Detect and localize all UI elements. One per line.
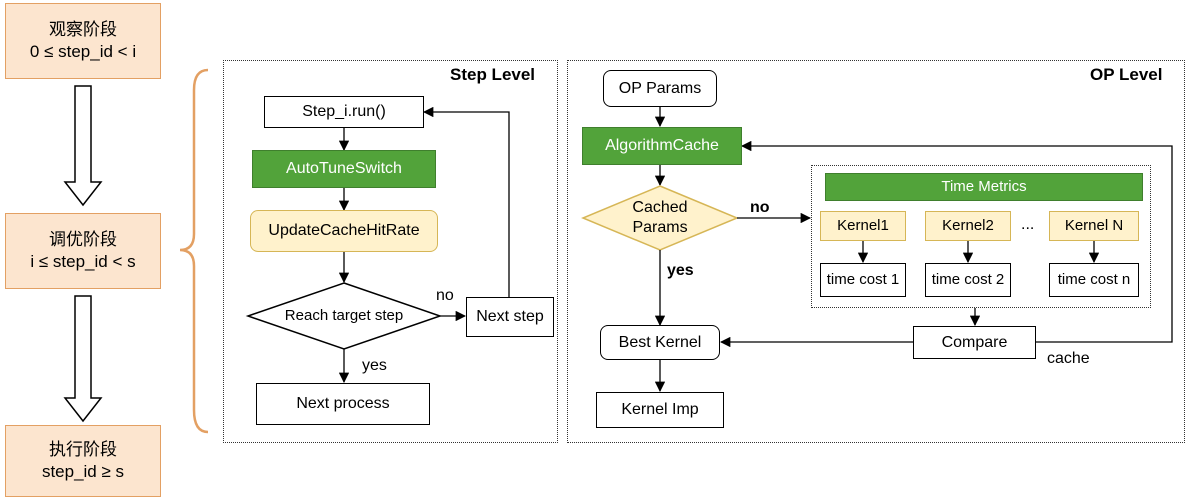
stage-execute: 执行阶段 step_id ≥ s [5,425,161,497]
kernel2-node: Kernel2 [925,211,1011,241]
cached-params-line2: Params [632,219,688,236]
kernel1-node: Kernel1 [820,211,906,241]
kernel-ellipsis: ... [1021,216,1035,233]
update-cache-hit-rate-node: UpdateCacheHitRate [250,210,438,252]
stage-observe-range: 0 ≤ step_id < i [29,42,137,61]
stage-execute-range: step_id ≥ s [41,462,125,481]
curly-brace [179,68,209,434]
time-cost-2-node: time cost 2 [925,263,1011,297]
compare-node: Compare [913,326,1036,359]
autotune-switch-node: AutoTuneSwitch [252,150,436,188]
cached-params-line1: Cached [632,199,688,216]
op-level-panel [567,60,1185,443]
edge-nextstep-run [422,106,510,297]
stage-arrow-1 [63,85,103,207]
stage-arrow-2 [63,295,103,423]
kernel-imp-node: Kernel Imp [596,392,724,428]
time-cost-n-node: time cost n [1049,263,1139,297]
op-params-node: OP Params [603,70,717,107]
time-metrics-container [811,165,1151,308]
step-no-label: no [436,287,454,304]
op-yes-label: yes [667,262,694,279]
step-run-node: Step_i.run() [264,96,424,128]
next-step-node: Next step [466,297,554,337]
step-level-panel [223,60,558,443]
stage-observe-name: 观察阶段 [49,20,117,39]
algorithm-cache-node: AlgorithmCache [582,127,742,165]
step-yes-label: yes [362,357,387,374]
stage-observe: 观察阶段 0 ≤ step_id < i [5,3,161,79]
reach-target-label: Reach target step [284,307,404,324]
stage-tune-name: 调优阶段 [49,230,117,249]
next-process-node: Next process [256,383,430,425]
kernelN-node: Kernel N [1049,211,1139,241]
step-level-title: Step Level [450,65,536,84]
stage-tune: 调优阶段 i ≤ step_id < s [5,213,161,289]
time-cost-1-node: time cost 1 [820,263,906,297]
best-kernel-node: Best Kernel [600,325,720,360]
stage-tune-range: i ≤ step_id < s [30,252,136,271]
cache-label: cache [1047,350,1090,367]
stage-execute-name: 执行阶段 [49,440,117,459]
op-no-label: no [750,199,770,216]
edge-compare-cache [740,140,1173,343]
time-metrics-header: Time Metrics [825,173,1143,201]
op-level-title: OP Level [1090,65,1163,84]
